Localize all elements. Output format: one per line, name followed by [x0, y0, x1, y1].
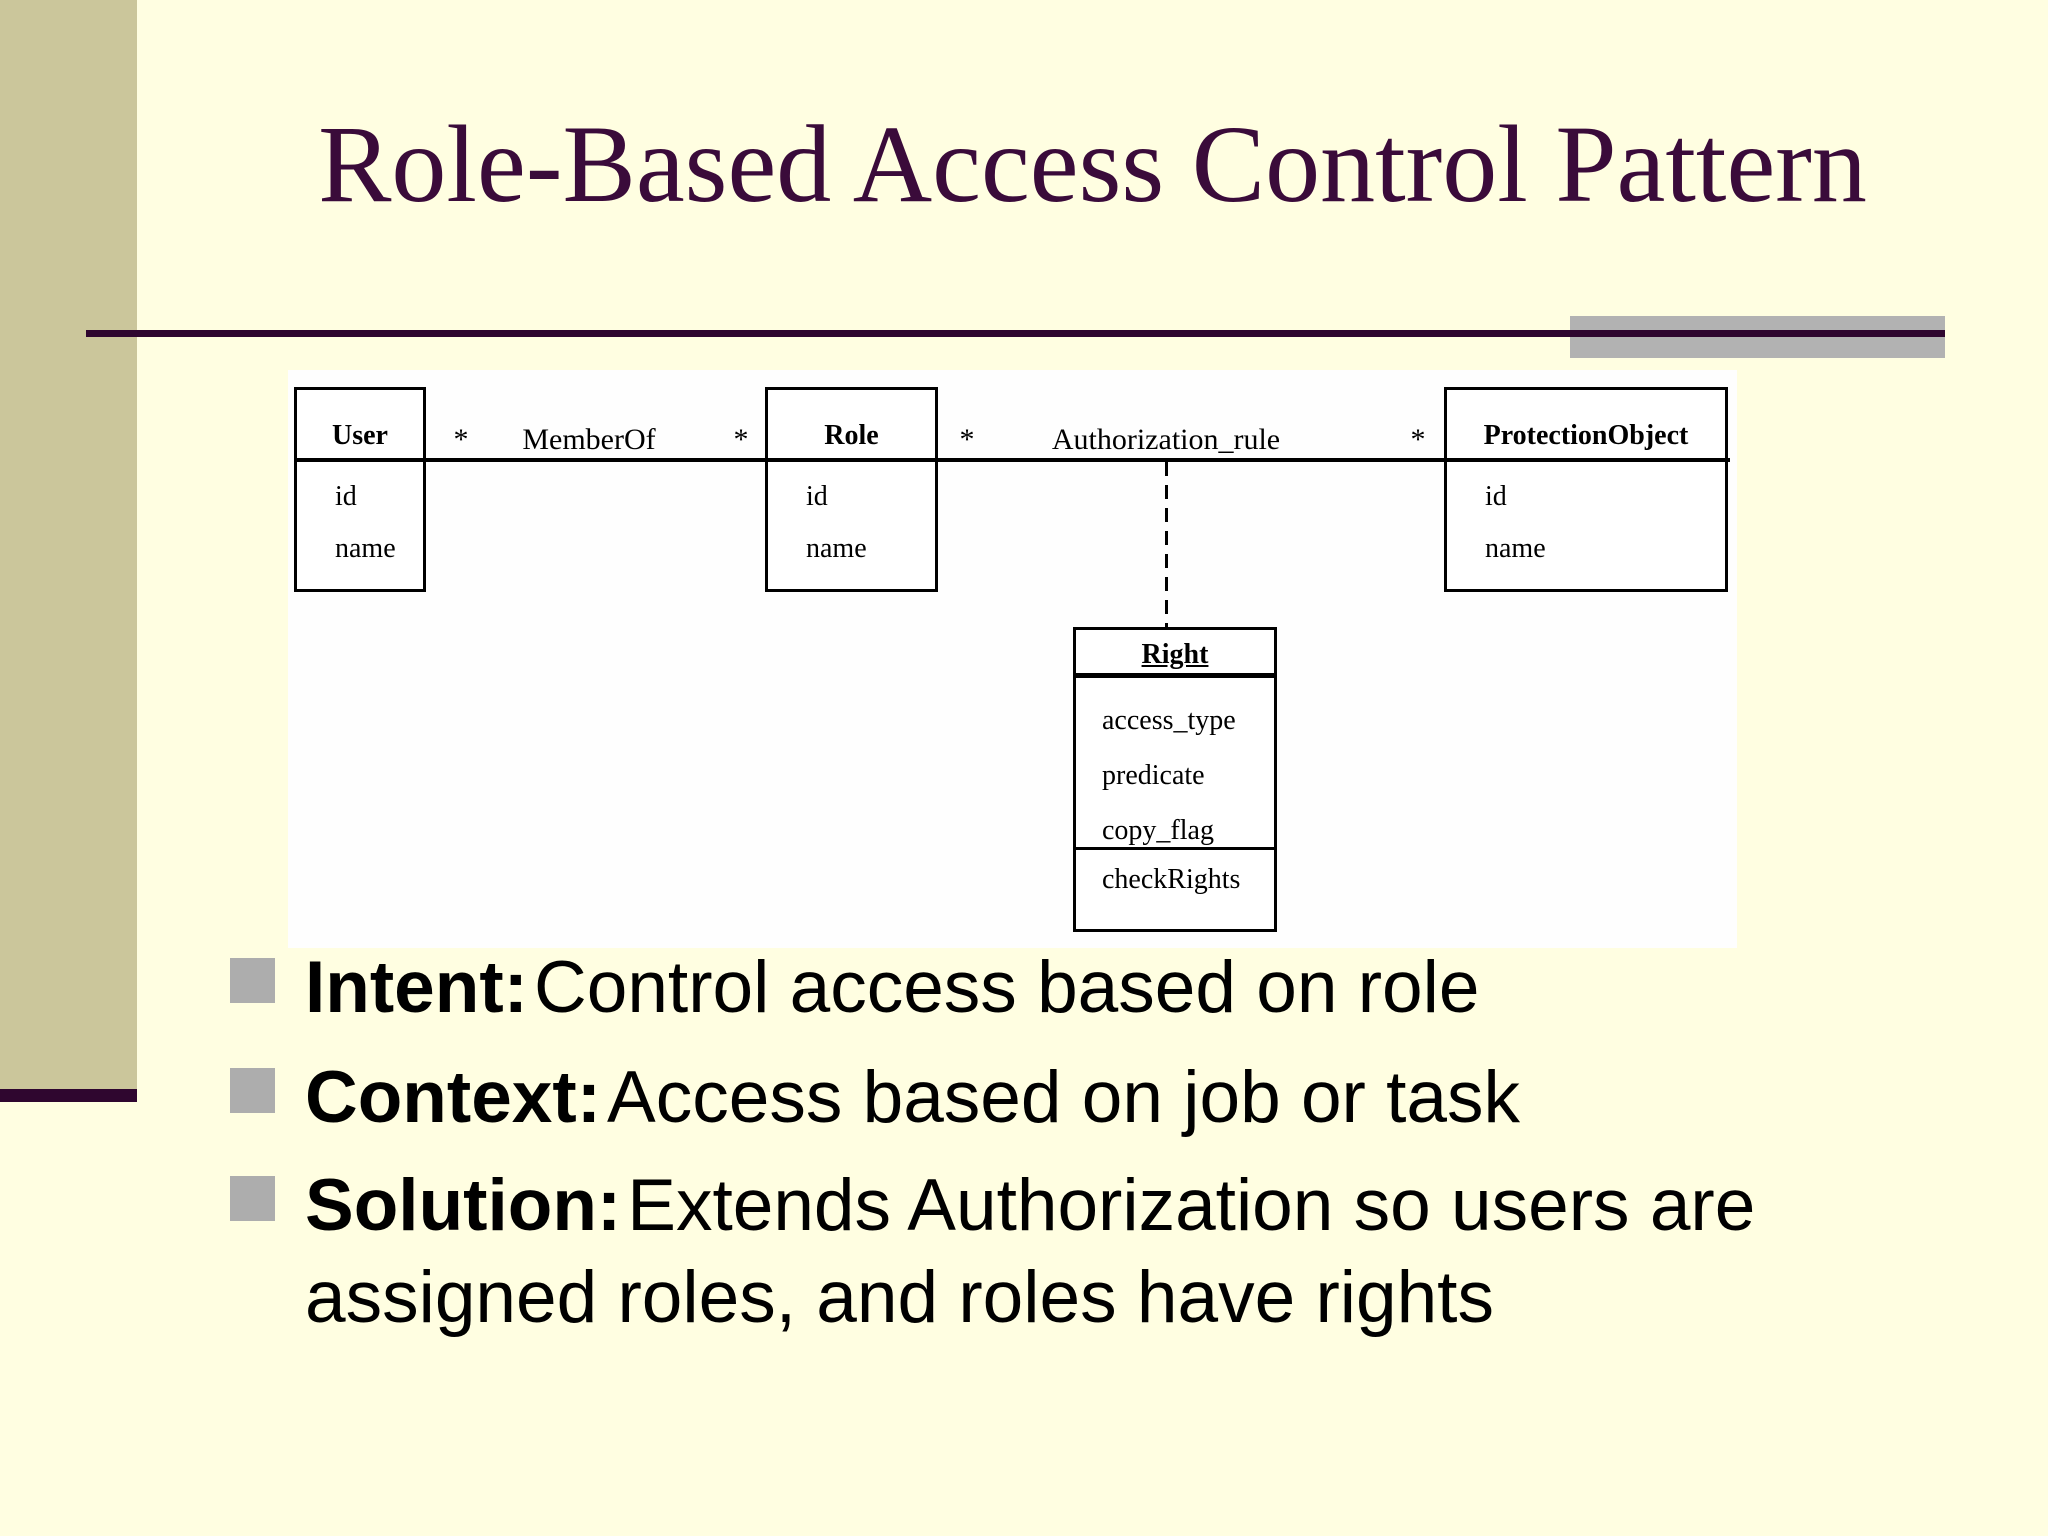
association-line: [294, 458, 1730, 462]
slide-title: Role-Based Access Control Pattern: [318, 103, 1867, 225]
bullet-text: Solution:Extends Authorization so users …: [305, 1160, 1755, 1344]
attribute: name: [335, 533, 396, 564]
left-accent-underline: [0, 1089, 137, 1102]
class-name-protectionobject: ProtectionObject: [1483, 420, 1689, 451]
bullet-item-intent: Intent:Control access based on role: [230, 942, 1990, 1034]
attribute: access_type: [1102, 705, 1236, 736]
attribute: name: [806, 533, 867, 564]
class-name-right: Right: [1076, 630, 1274, 678]
class-box-user: User id name: [294, 387, 426, 592]
bullet-label: Solution:: [305, 1165, 622, 1246]
bullet-text: Intent:Control access based on role: [305, 942, 1479, 1034]
class-operations-right: checkRights: [1076, 850, 1274, 902]
association-label-memberof: MemberOf: [522, 423, 656, 456]
attribute: id: [335, 481, 357, 512]
bullet-body: Extends Authorization so users are: [627, 1165, 1756, 1246]
bullet-text: Context:Access based on job or task: [305, 1052, 1520, 1144]
class-box-right: Right access_type predicate copy_flag ch…: [1073, 627, 1277, 932]
class-name-user: User: [332, 420, 388, 451]
class-box-role: Role id name: [765, 387, 938, 592]
bullet-square-icon: [230, 958, 275, 1003]
bullet-body-line2: assigned roles, and roles have rights: [305, 1257, 1494, 1338]
left-accent-bar: [0, 0, 137, 1089]
association-label-authorization-rule: Authorization_rule: [1051, 423, 1281, 456]
attribute: id: [806, 481, 828, 512]
attribute: copy_flag: [1102, 815, 1214, 846]
attribute: name: [1485, 533, 1546, 564]
class-attributes-role: id name: [768, 458, 935, 575]
bullet-item-solution: Solution:Extends Authorization so users …: [230, 1160, 1990, 1344]
bullet-body: Access based on job or task: [607, 1057, 1521, 1138]
class-name-role: Role: [824, 420, 879, 451]
bullet-label: Context:: [305, 1057, 602, 1138]
uml-class-diagram: User id name Role id name ProtectionObje…: [288, 370, 1737, 948]
multiplicity-star: *: [959, 423, 975, 456]
class-box-protectionobject: ProtectionObject id name: [1444, 387, 1728, 592]
bullet-square-icon: [230, 1068, 275, 1113]
bullet-item-context: Context:Access based on job or task: [230, 1052, 1990, 1144]
class-attributes-right: access_type predicate copy_flag: [1076, 678, 1274, 850]
class-attributes-protectionobject: id name: [1447, 458, 1725, 575]
operation: checkRights: [1102, 864, 1241, 895]
class-name-right-text: Right: [1141, 639, 1209, 670]
bullet-square-icon: [230, 1176, 275, 1221]
multiplicity-star: *: [1410, 423, 1426, 456]
bullet-body: Control access based on role: [534, 947, 1480, 1028]
association-class-dashed-link: [1165, 462, 1168, 627]
title-rule-line: [86, 330, 1945, 337]
multiplicity-star: *: [733, 423, 749, 456]
attribute: predicate: [1102, 760, 1205, 791]
attribute: id: [1485, 481, 1507, 512]
title-gray-accent-bar: [1570, 316, 1945, 358]
class-attributes-user: id name: [297, 458, 423, 575]
bullet-label: Intent:: [305, 947, 528, 1028]
multiplicity-star: *: [453, 423, 469, 456]
